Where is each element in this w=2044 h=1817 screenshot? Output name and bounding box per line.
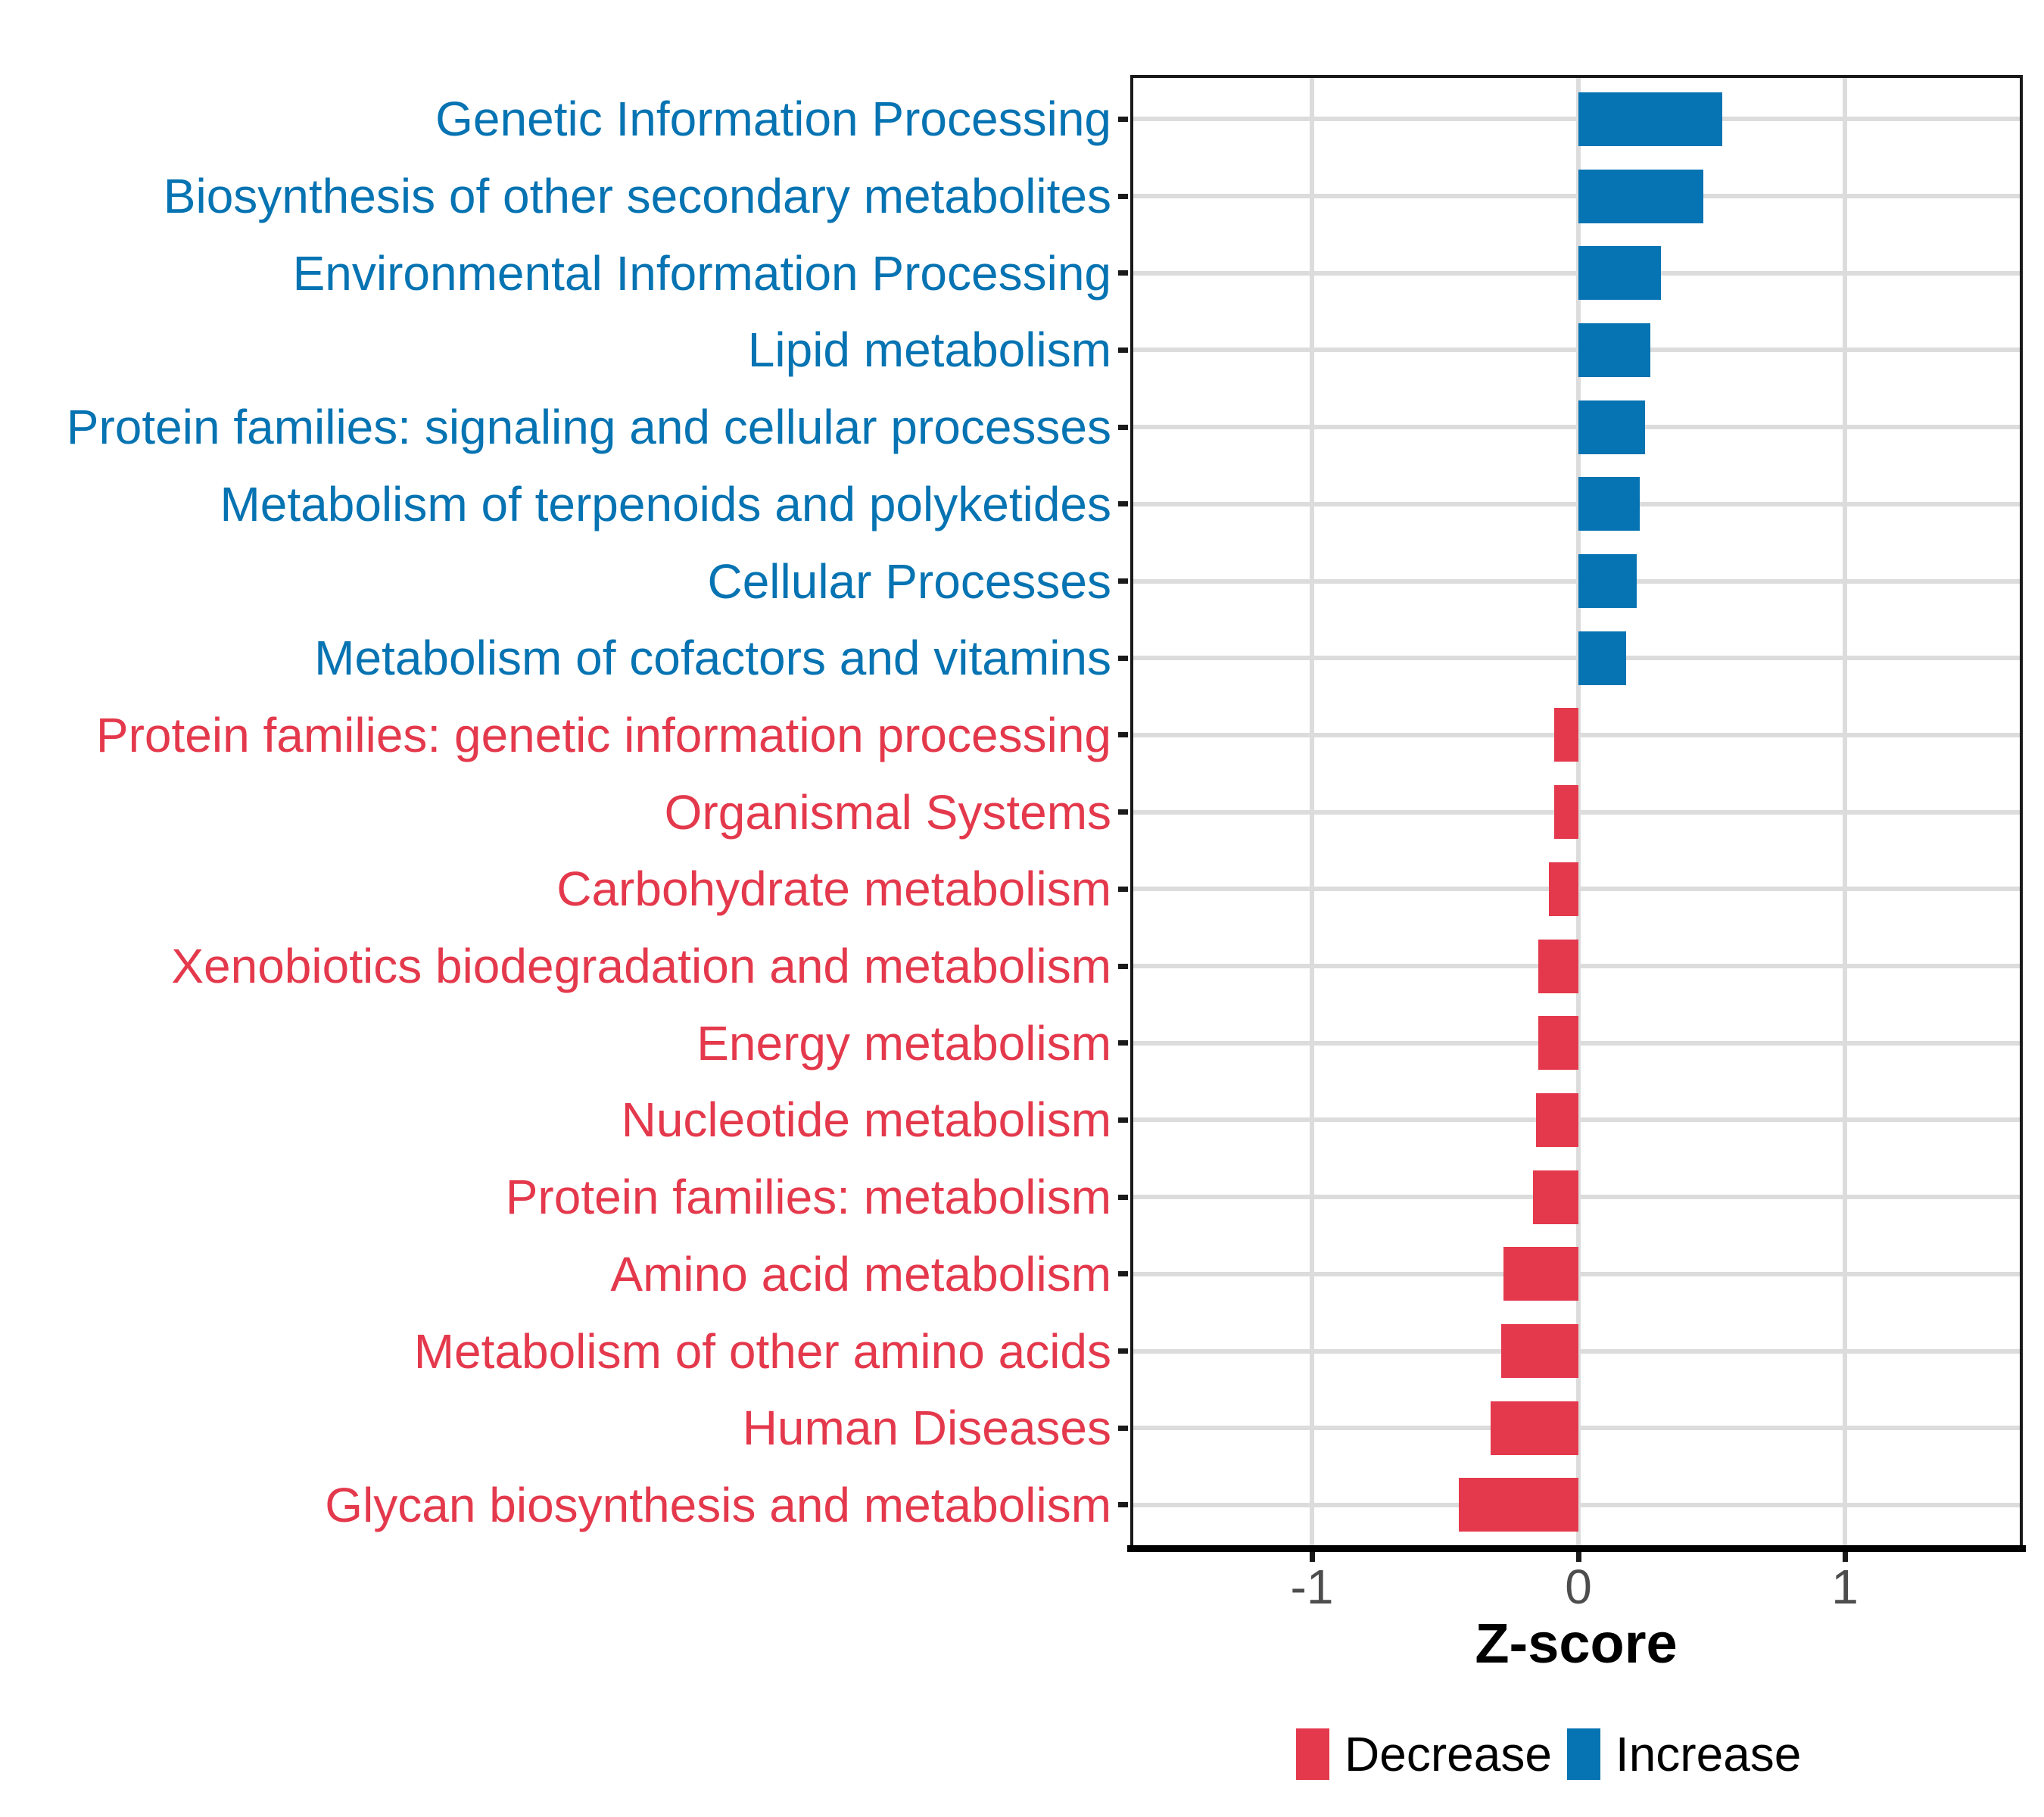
category-label: Xenobiotics biodegradation and metabolis… bbox=[171, 939, 1111, 993]
y-tick-mark bbox=[1118, 1502, 1128, 1508]
bar bbox=[1490, 1401, 1578, 1455]
y-tick-mark bbox=[1118, 116, 1128, 122]
category-label: Glycan biosynthesis and metabolism bbox=[325, 1477, 1111, 1532]
bar bbox=[1533, 1170, 1578, 1224]
gridline-y-row bbox=[1133, 270, 2020, 276]
y-tick-mark bbox=[1118, 963, 1128, 969]
category-label: Lipid metabolism bbox=[747, 323, 1111, 378]
y-tick-mark bbox=[1118, 1194, 1128, 1200]
category-label: Metabolism of terpenoids and polyketides bbox=[220, 476, 1111, 531]
category-label: Cellular Processes bbox=[707, 553, 1111, 609]
y-tick-mark bbox=[1118, 578, 1128, 584]
gridline-y-row bbox=[1133, 656, 2020, 661]
bar bbox=[1538, 1016, 1578, 1071]
category-label: Amino acid metabolism bbox=[610, 1246, 1111, 1301]
category-label: Biosynthesis of other secondary metaboli… bbox=[163, 169, 1111, 223]
bar bbox=[1554, 785, 1578, 840]
bar bbox=[1578, 92, 1723, 146]
plot-panel bbox=[1130, 75, 2023, 1549]
y-tick-mark bbox=[1118, 1117, 1128, 1123]
y-tick-mark bbox=[1118, 347, 1128, 353]
gridline-y-row bbox=[1133, 348, 2020, 353]
gridline-y-row bbox=[1133, 578, 2020, 584]
bar bbox=[1549, 862, 1578, 916]
bar bbox=[1500, 1324, 1578, 1378]
x-tick-mark bbox=[1842, 1552, 1848, 1562]
x-tick-label: -1 bbox=[1290, 1560, 1334, 1614]
category-label: Protein families: signaling and cellular… bbox=[66, 400, 1111, 455]
x-tick-label: 0 bbox=[1565, 1560, 1592, 1614]
gridline-y-row bbox=[1133, 117, 2020, 122]
category-label: Organismal Systems bbox=[664, 784, 1111, 840]
category-label: Human Diseases bbox=[742, 1401, 1111, 1456]
bar bbox=[1578, 323, 1651, 377]
category-label: Carbohydrate metabolism bbox=[556, 862, 1111, 917]
legend-key-decrease bbox=[1296, 1728, 1329, 1780]
gridline-y-row bbox=[1133, 501, 2020, 506]
category-label: Environmental Information Processing bbox=[292, 245, 1111, 301]
category-label: Protein families: metabolism bbox=[505, 1170, 1111, 1225]
y-tick-mark bbox=[1118, 886, 1128, 892]
category-label: Energy metabolism bbox=[696, 1015, 1111, 1071]
category-label: Nucleotide metabolism bbox=[621, 1092, 1111, 1148]
category-label: Metabolism of other amino acids bbox=[413, 1323, 1111, 1379]
legend-label-decrease: Decrease bbox=[1344, 1727, 1552, 1781]
y-tick-mark bbox=[1118, 1425, 1128, 1431]
y-tick-mark bbox=[1118, 193, 1128, 199]
bar bbox=[1503, 1247, 1578, 1301]
bar bbox=[1578, 477, 1640, 531]
y-tick-mark bbox=[1118, 424, 1128, 430]
y-tick-mark bbox=[1118, 809, 1128, 815]
y-tick-mark bbox=[1118, 270, 1128, 276]
legend: Decrease Increase bbox=[1296, 1728, 1801, 1780]
bar bbox=[1578, 631, 1627, 685]
y-tick-mark bbox=[1118, 732, 1128, 738]
bar bbox=[1535, 1092, 1578, 1147]
bar bbox=[1578, 400, 1645, 454]
category-label: Genetic Information Processing bbox=[435, 92, 1111, 147]
legend-label-increase: Increase bbox=[1615, 1727, 1802, 1781]
bar bbox=[1538, 939, 1578, 993]
x-tick-label: 1 bbox=[1831, 1560, 1859, 1614]
bar bbox=[1458, 1478, 1578, 1532]
y-tick-mark bbox=[1118, 501, 1128, 507]
category-label: Protein families: genetic information pr… bbox=[95, 707, 1111, 762]
y-tick-mark bbox=[1118, 1348, 1128, 1354]
gridline-y-row bbox=[1133, 425, 2020, 430]
x-axis-line bbox=[1127, 1545, 2026, 1552]
category-label: Metabolism of cofactors and vitamins bbox=[314, 631, 1111, 686]
y-tick-mark bbox=[1118, 1271, 1128, 1277]
y-tick-mark bbox=[1118, 1040, 1128, 1046]
legend-key-increase bbox=[1566, 1728, 1600, 1780]
bar bbox=[1578, 246, 1662, 301]
x-tick-mark bbox=[1309, 1552, 1315, 1562]
y-tick-mark bbox=[1118, 655, 1128, 661]
gridline-y-row bbox=[1133, 194, 2020, 198]
bar bbox=[1554, 708, 1578, 762]
bar bbox=[1578, 169, 1704, 223]
x-axis-title: Z-score bbox=[1475, 1612, 1678, 1675]
x-tick-mark bbox=[1575, 1552, 1581, 1562]
bar bbox=[1578, 554, 1637, 608]
